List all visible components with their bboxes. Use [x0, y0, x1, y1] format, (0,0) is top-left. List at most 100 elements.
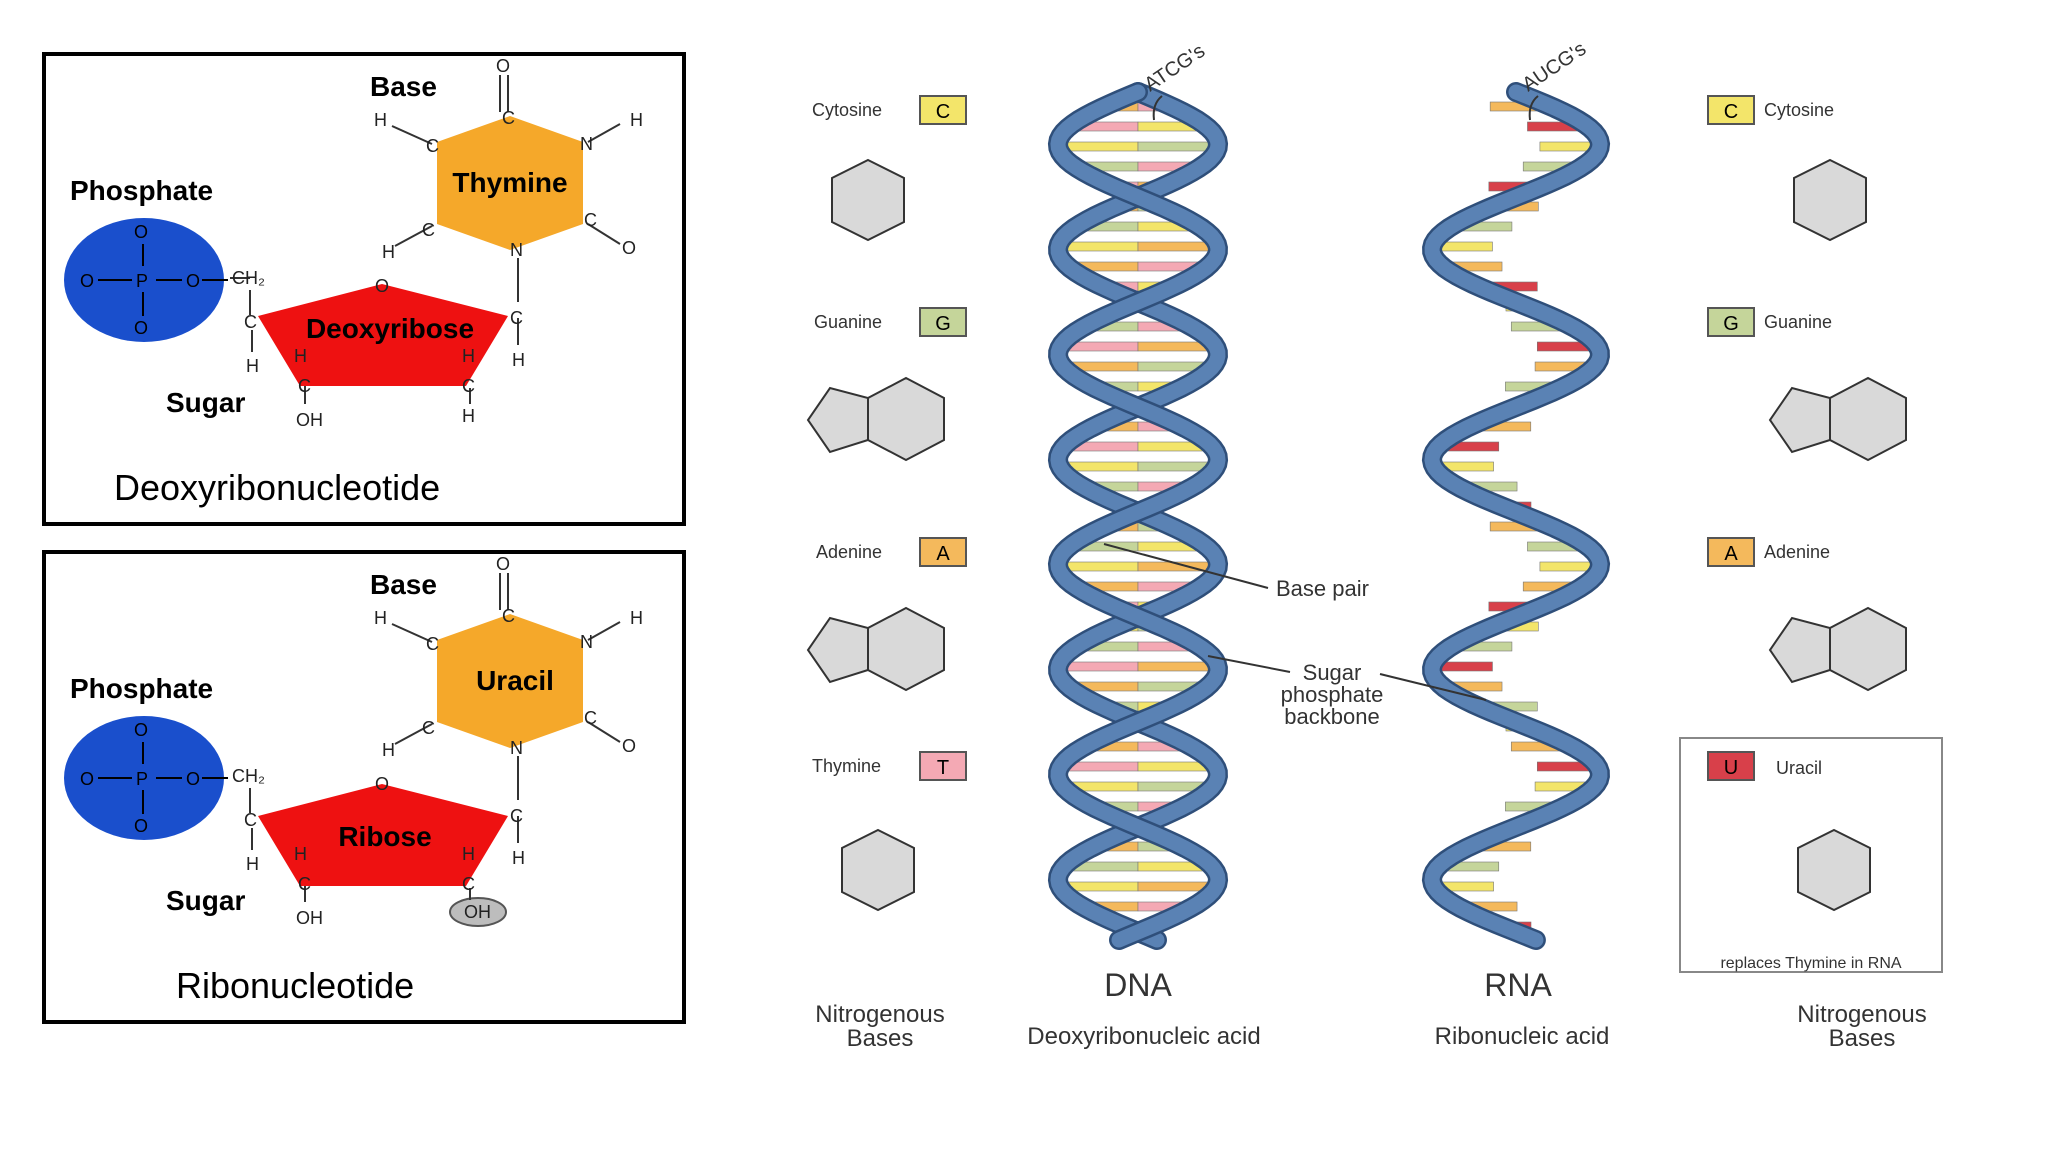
atom-o: O [496, 56, 510, 76]
panel-caption: Ribonucleotide [176, 965, 414, 1006]
atom-oh: OH [464, 902, 491, 922]
code-c: C [936, 101, 950, 123]
thymine-ring [437, 116, 583, 250]
atom-o: O [186, 769, 200, 789]
backbone-label-3: backbone [1284, 704, 1379, 729]
code-a: A [1724, 543, 1738, 565]
bases-footer: Bases [847, 1025, 914, 1052]
atom-labels: O H C C N H C O N H C O C H C H CH₂ H H … [232, 56, 643, 430]
atom-h: H [462, 406, 475, 426]
atom-h: H [382, 242, 395, 262]
code-box-c [1707, 95, 1755, 125]
code-box-a [919, 537, 967, 567]
bond-lines [249, 573, 621, 902]
atom-c: C [426, 634, 439, 654]
uracil-note: replaces Thymine in RNA [1720, 955, 1901, 972]
backbone-strand [1424, 84, 1608, 948]
bases-right-column: C Cytosine G Guanine A Adenine U Uracil … [1679, 95, 1943, 1052]
base-name-cytosine: Cytosine [812, 100, 882, 120]
atom-o: O [375, 276, 389, 296]
atom-o: O [80, 769, 94, 789]
atom-labels: O H C C N H C O N H C O C H C H CH₂ H H … [232, 554, 643, 928]
atom-p: P [136, 769, 148, 789]
atom-c: C [298, 874, 311, 894]
atom-h: H [374, 110, 387, 130]
code-box-g [919, 307, 967, 337]
phosphate-label: Phosphate [70, 673, 213, 704]
atom-c: C [502, 108, 515, 128]
rna-top-note: AUCG's [1518, 38, 1590, 96]
atom-h: H [294, 346, 307, 366]
atom-o: O [80, 271, 94, 291]
rna-subtitle: Ribonucleic acid [1435, 1023, 1610, 1050]
guanine-structure [1829, 376, 1907, 462]
code-box-u [1707, 751, 1755, 781]
thymine-structure [841, 828, 915, 912]
atom-ch2: CH₂ [232, 766, 265, 786]
dna-top-note: ATCG's [1140, 40, 1209, 96]
base-label: Base [370, 569, 437, 600]
uracil-structure [1797, 828, 1871, 912]
code-u: U [1724, 757, 1738, 779]
atom-h: H [512, 350, 525, 370]
ribose-ring [258, 784, 508, 886]
atom-o: O [375, 774, 389, 794]
atom-h: H [246, 854, 259, 874]
sugar-label: Sugar [166, 387, 245, 418]
code-a: A [936, 543, 950, 565]
atom-c: C [584, 708, 597, 728]
dna-subtitle: Deoxyribonucleic acid [1027, 1023, 1260, 1050]
base-name: Uracil [476, 665, 554, 696]
backbone-pointer-rna [1379, 673, 1487, 701]
atom-h: H [630, 608, 643, 628]
ribonucleotide-panel: O H C C N H C O N H C O C H C H CH₂ H H … [42, 550, 686, 1024]
atom-o: O [134, 720, 148, 740]
guanine-five-ring [1768, 386, 1831, 454]
code-g: G [1723, 313, 1739, 335]
code-box-t [919, 751, 967, 781]
atom-p: P [136, 271, 148, 291]
atom-h: H [630, 110, 643, 130]
atom-n: N [510, 240, 523, 260]
code-box-a [1707, 537, 1755, 567]
backbone-label-1: Sugar [1303, 660, 1362, 685]
atom-c: C [244, 312, 257, 332]
backbone-label-2: phosphate [1281, 682, 1384, 707]
atom-n: N [580, 632, 593, 652]
sugar-label: Sugar [166, 885, 245, 916]
atom-h: H [246, 356, 259, 376]
atom-o: O [186, 271, 200, 291]
atom-c: C [510, 806, 523, 826]
code-c: C [1724, 101, 1738, 123]
code-box-c [919, 95, 967, 125]
atom-c: C [502, 606, 515, 626]
atom-o: O [134, 816, 148, 836]
panel-caption: Deoxyribonucleotide [114, 467, 440, 508]
guanine-five-ring [806, 386, 869, 454]
base-name-adenine: Adenine [816, 542, 882, 562]
atom-ch2: CH₂ [232, 268, 265, 288]
phosphate-sphere [64, 716, 224, 840]
atom-c: C [426, 136, 439, 156]
base-name-thymine: Thymine [812, 756, 881, 776]
phosphate-sphere [64, 218, 224, 342]
base-name-cytosine: Cytosine [1764, 100, 1834, 120]
atom-h: H [512, 848, 525, 868]
bases-footer: Bases [1829, 1025, 1896, 1052]
aucg-arrow [1528, 95, 1539, 121]
base-pair-label: Base pair [1276, 576, 1369, 601]
base-pair-pointer [1103, 543, 1269, 589]
atom-c: C [422, 220, 435, 240]
rna-helix [1421, 82, 1611, 950]
atom-o: O [622, 238, 636, 258]
atom-h: H [374, 608, 387, 628]
sugar-name: Ribose [338, 821, 431, 852]
dna-title: DNA [1104, 967, 1172, 1003]
atom-n: N [580, 134, 593, 154]
adenine-five-ring [806, 616, 869, 684]
code-g: G [935, 313, 951, 335]
atom-h: H [382, 740, 395, 760]
bases-left-column: Cytosine C Guanine G Adenine A Thymine T… [806, 95, 967, 1052]
base-name: Thymine [452, 167, 567, 198]
